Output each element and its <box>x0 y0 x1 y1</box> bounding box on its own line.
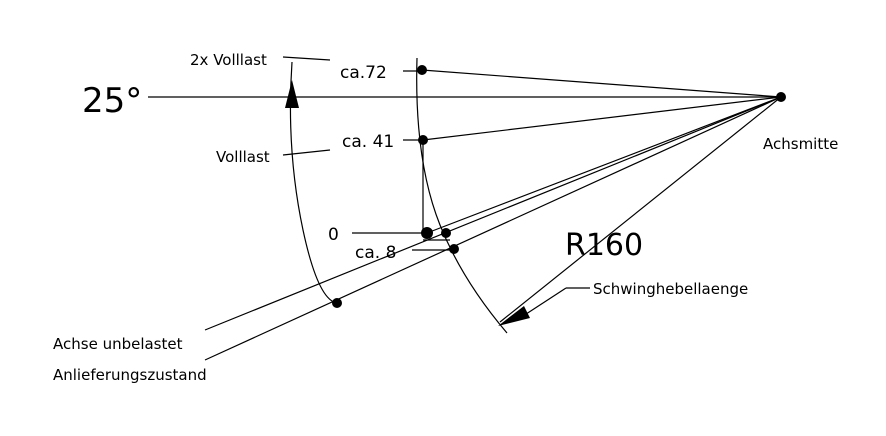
point-lower-arc <box>332 298 342 308</box>
leader-volllast <box>282 149 331 156</box>
label-ca72: ca.72 <box>340 63 387 83</box>
label-full-load: Volllast <box>216 148 270 166</box>
angle-arrow-icon <box>285 80 299 108</box>
leader-2x-volllast <box>282 56 331 61</box>
point-axle-center <box>776 92 786 102</box>
line-axle-unloaded <box>204 96 782 331</box>
line-delivery-state <box>204 96 782 361</box>
label-axle-center: Achsmitte <box>763 135 838 153</box>
point-ca72 <box>417 65 427 75</box>
label-delivery-state: Anlieferungszustand <box>53 366 207 384</box>
point-zero <box>421 227 433 239</box>
pointer-arrow-icon <box>498 306 530 326</box>
radius-leader-line <box>499 96 782 323</box>
point-zero-secondary <box>441 228 451 238</box>
label-double-full-load: 2x Volllast <box>190 51 267 69</box>
point-ca41 <box>418 135 428 145</box>
label-zero: 0 <box>328 225 339 245</box>
label-ca8: ca. 8 <box>355 243 396 263</box>
label-axle-unloaded: Achse unbelastet <box>53 335 183 353</box>
line-to-ca41 <box>422 96 782 141</box>
label-ca41: ca. 41 <box>342 132 394 152</box>
line-to-zero <box>426 96 782 234</box>
line-to-ca72 <box>421 69 782 98</box>
point-ca8 <box>449 244 459 254</box>
radius-arc <box>416 57 508 334</box>
label-radius: R160 <box>565 228 643 263</box>
label-angle: 25° <box>82 81 142 121</box>
leader-schwinghebellaenge-diagonal <box>519 287 567 319</box>
label-swing-arm-length: Schwinghebellaenge <box>593 280 748 298</box>
angle-arc <box>289 61 338 304</box>
